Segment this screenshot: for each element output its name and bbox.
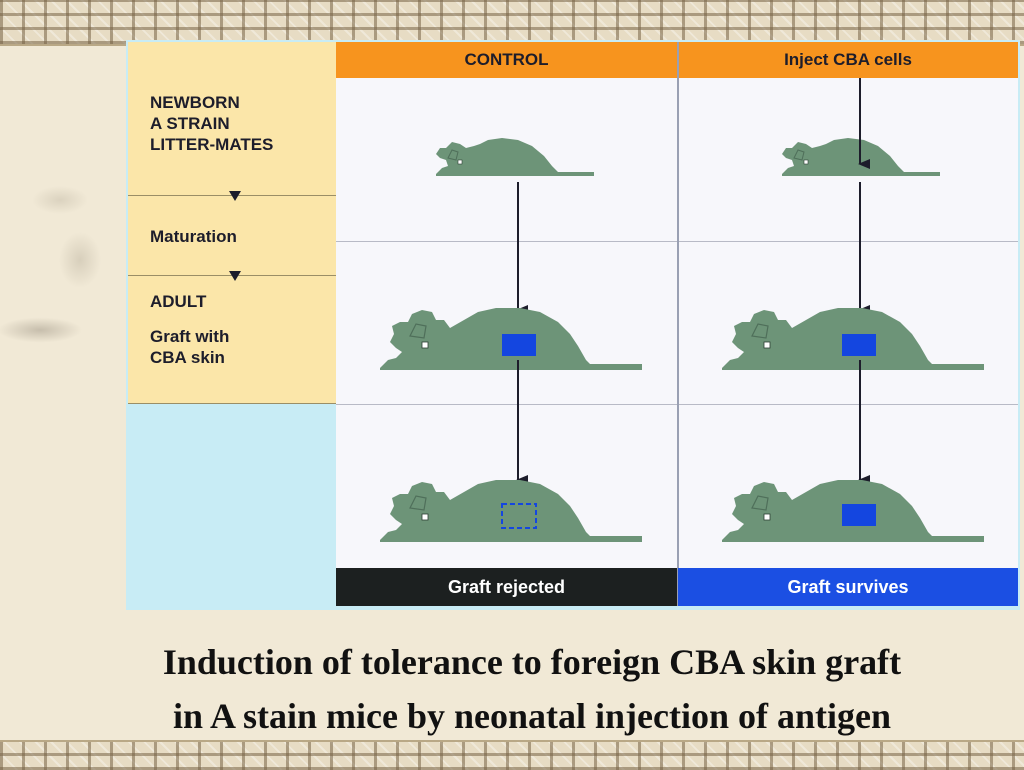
maturation-label: Maturation	[150, 227, 237, 246]
graft-label: Graft with CBA skin	[150, 327, 230, 367]
newborn-label: NEWBORN A STRAIN LITTER-MATES	[150, 93, 274, 154]
mouse-diagram	[379, 78, 985, 543]
cba-skin-graft-injected	[842, 334, 876, 356]
control-column-header: CONTROL	[336, 42, 677, 78]
adult-label: ADULT	[150, 292, 207, 311]
stage-adult: ADULT Graft with CBA skin	[128, 276, 336, 404]
caption-line-2: in A stain mice by neonatal injection of…	[172, 696, 892, 736]
stage-label-column: NEWBORN A STRAIN LITTER-MATES Maturation…	[128, 42, 336, 404]
decorative-top-border	[0, 0, 1024, 46]
rejected-graft-outline	[501, 503, 537, 529]
surviving-graft	[842, 504, 876, 526]
caption-line-1: Induction of tolerance to foreign CBA sk…	[162, 642, 902, 682]
graft-rejected-footer: Graft rejected	[336, 568, 677, 606]
decorative-branch-painting	[0, 120, 130, 420]
inject-column-header: Inject CBA cells	[678, 42, 1018, 78]
decorative-bottom-border	[0, 740, 1024, 770]
graft-survives-footer: Graft survives	[678, 568, 1018, 606]
stage-maturation: Maturation	[128, 196, 336, 276]
down-arrow-icon	[229, 191, 241, 201]
cba-skin-graft-control	[502, 334, 536, 356]
outcome-mouse-control	[379, 479, 643, 543]
newborn-mouse-control	[435, 137, 595, 177]
stage-newborn: NEWBORN A STRAIN LITTER-MATES	[128, 42, 336, 196]
column-divider	[677, 42, 679, 606]
down-arrow-icon	[229, 271, 241, 281]
